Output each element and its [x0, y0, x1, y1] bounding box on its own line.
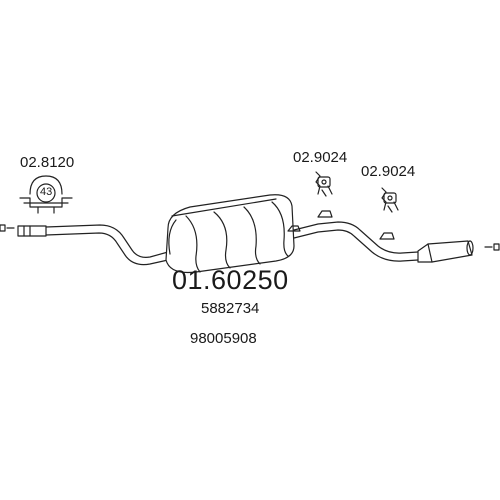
hanger-1-part-code: 02.9024 — [293, 149, 348, 166]
rubber-hanger-icon — [381, 187, 399, 213]
oem-number-1: 5882734 — [201, 300, 260, 317]
muffler — [165, 194, 295, 274]
left-connector-mark — [0, 224, 15, 232]
clamp-size-badge: 43 — [40, 186, 53, 198]
muffler-part-code: 01.60250 — [172, 265, 289, 295]
tail-pipe — [417, 240, 474, 263]
rubber-hanger-icon — [315, 171, 333, 197]
front-pipe — [17, 224, 169, 266]
right-connector-mark — [484, 243, 500, 251]
rear-pipe — [287, 210, 419, 262]
clamp-icon — [19, 175, 73, 214]
hanger-2-part-code: 02.9024 — [361, 163, 416, 180]
clamp-part-code: 02.8120 — [20, 154, 75, 171]
oem-number-2: 98005908 — [190, 330, 257, 347]
